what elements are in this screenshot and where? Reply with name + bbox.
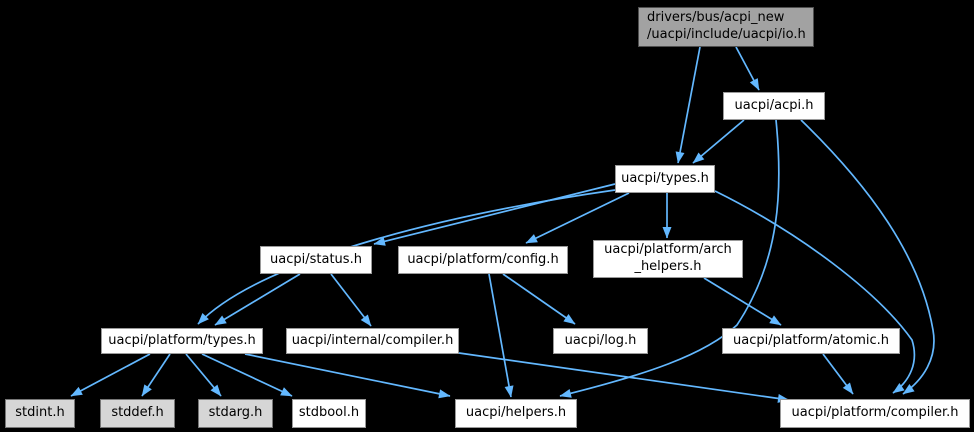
edge-types-ptypes	[197, 189, 616, 325]
edge-acpi-types	[692, 119, 745, 164]
node-label: stdint.h	[15, 405, 65, 421]
edge-types-pcompiler	[714, 190, 916, 394]
edge-ptypes-helpers	[244, 353, 451, 399]
edge-config-helpers	[488, 273, 514, 398]
edge-root-acpi	[735, 46, 760, 91]
node-atomic[interactable]: uacpi/platform/atomic.h	[722, 328, 900, 354]
edge-acpi-helpers	[559, 119, 780, 398]
edge-arch-atomic	[703, 277, 782, 326]
node-ptypes[interactable]: uacpi/platform/types.h	[101, 328, 263, 354]
edge-types-status	[373, 183, 616, 246]
edge-config-log	[502, 273, 576, 325]
node-label: uacpi/types.h	[621, 170, 709, 186]
node-icompiler[interactable]: uacpi/internal/compiler.h	[286, 328, 459, 354]
node-arch[interactable]: uacpi/platform/arch _helpers.h	[593, 240, 743, 278]
edge-status-ptypes	[214, 273, 301, 326]
node-log[interactable]: uacpi/log.h	[553, 328, 648, 354]
node-stdint: stdint.h	[5, 399, 75, 428]
node-label: uacpi/platform/compiler.h	[791, 405, 959, 421]
node-stddef: stddef.h	[100, 399, 175, 428]
node-label: uacpi/platform/config.h	[407, 251, 559, 267]
edge-status-icompiler	[330, 273, 372, 327]
edge-ptypes-stdint	[70, 353, 151, 397]
node-stdarg: stdarg.h	[198, 399, 273, 428]
node-label: stddef.h	[111, 405, 164, 421]
node-pcompiler[interactable]: uacpi/platform/compiler.h	[780, 399, 970, 428]
edge-ptypes-stdarg	[185, 353, 222, 397]
node-label: uacpi/platform/arch _helpers.h	[604, 242, 732, 274]
node-status[interactable]: uacpi/status.h	[260, 246, 372, 274]
edge-icompiler-pcompiler	[458, 352, 790, 403]
node-label: uacpi/log.h	[564, 332, 637, 348]
node-label: uacpi/acpi.h	[734, 97, 814, 113]
node-label: uacpi/platform/atomic.h	[732, 332, 890, 348]
node-config[interactable]: uacpi/platform/config.h	[398, 246, 568, 274]
node-label: stdarg.h	[208, 405, 263, 421]
edge-ptypes-stdbool	[201, 353, 293, 397]
edge-root-types	[675, 46, 701, 164]
node-label: uacpi/platform/types.h	[108, 332, 256, 348]
node-acpi[interactable]: uacpi/acpi.h	[723, 92, 825, 120]
node-label: uacpi/helpers.h	[465, 405, 567, 421]
node-label: uacpi/internal/compiler.h	[291, 332, 454, 348]
node-label: drivers/bus/acpi_new /uacpi/include/uacp…	[647, 10, 806, 42]
edge-ptypes-stddef	[141, 353, 171, 397]
node-label: uacpi/status.h	[270, 251, 362, 267]
edge-atomic-pcompiler	[822, 353, 854, 395]
node-root: drivers/bus/acpi_new /uacpi/include/uacp…	[638, 7, 814, 47]
edge-acpi-pcompiler	[800, 119, 935, 395]
node-stdbool[interactable]: stdbool.h	[292, 399, 366, 428]
node-types[interactable]: uacpi/types.h	[615, 165, 715, 193]
node-label: stdbool.h	[298, 405, 360, 421]
edge-types-config	[525, 192, 630, 244]
node-helpers[interactable]: uacpi/helpers.h	[455, 399, 577, 428]
